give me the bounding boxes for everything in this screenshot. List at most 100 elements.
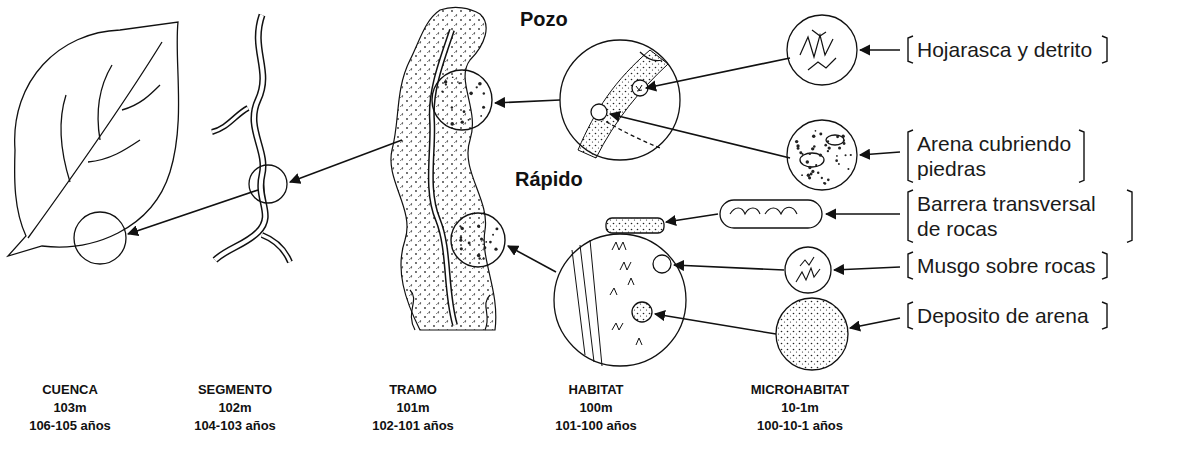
drawing-circle	[478, 257, 480, 259]
scale-label: HABITAT	[568, 382, 623, 397]
drawing-path	[262, 235, 290, 262]
scale-label: CUENCA	[42, 382, 98, 397]
drawing-circle	[787, 120, 857, 190]
microhabitat-name: Musgo sobre rocas	[917, 253, 1098, 278]
scale-label: 102m	[218, 400, 251, 415]
scale-label: MICROHABITAT	[751, 382, 849, 397]
drawing-path	[410, 290, 490, 330]
scale-label: 104-103 años	[194, 418, 276, 433]
scale-label: 10-1m	[781, 400, 819, 415]
drawing-circle	[452, 76, 454, 78]
drawing-circle	[461, 227, 464, 230]
drawing-circle	[836, 135, 839, 138]
drawing-rect	[720, 200, 822, 228]
drawing-circle	[838, 163, 840, 165]
drawing-circle	[469, 92, 473, 96]
drawing-line	[646, 58, 790, 88]
drawing-path	[212, 108, 248, 132]
microhabitat-name: Deposito de arena	[917, 303, 1098, 328]
bracket-left	[908, 252, 913, 279]
drawing-line	[610, 114, 790, 158]
drawing-circle	[632, 302, 652, 322]
basin-outline	[8, 22, 179, 264]
drawing-circle	[785, 247, 831, 293]
drawing-ellipse	[826, 135, 844, 145]
drawing-rect	[606, 218, 664, 233]
drawing-circle	[810, 173, 813, 176]
drawing-circle	[459, 225, 461, 227]
drawing-path	[600, 118, 660, 148]
bracket-left	[908, 130, 913, 182]
drawing-circle	[809, 153, 811, 155]
drawing-circle	[461, 120, 464, 123]
drawing-circle	[432, 70, 492, 130]
drawing-circle	[458, 82, 460, 84]
drawing-path	[262, 235, 290, 262]
drawing-line	[850, 318, 900, 328]
drawing-path	[391, 7, 496, 330]
drawing-path	[122, 85, 160, 110]
drawing-line	[826, 213, 900, 215]
drawing-circle	[843, 140, 845, 142]
drawing-circle	[835, 159, 838, 162]
drawing-circle	[845, 154, 847, 156]
drawing-circle	[460, 236, 463, 239]
drawing-circle	[554, 234, 686, 366]
drawing-path	[431, 30, 455, 325]
bracket-right	[1102, 252, 1107, 279]
drawing-circle	[591, 104, 607, 120]
drawing-circle	[847, 168, 849, 170]
scale-label: TRAMO	[389, 382, 437, 397]
habitat-name: Rápido	[515, 168, 583, 191]
drawing-line	[860, 152, 900, 155]
drawing-circle	[444, 80, 447, 83]
drawing-path	[636, 85, 642, 91]
drawing-circle	[494, 248, 497, 251]
bracket-label: Musgo sobre rocas	[905, 250, 1110, 281]
drawing-circle	[811, 170, 814, 173]
microhabitat-name: Arena cubriendo piedras	[917, 131, 1075, 181]
drawing-circle	[74, 212, 126, 264]
drawing-circle	[450, 122, 454, 126]
drawing-circle	[776, 298, 848, 370]
drawing-circle	[483, 92, 485, 94]
bracket-left	[908, 190, 913, 242]
drawing-circle	[787, 15, 857, 85]
scale-label: 101m	[396, 400, 429, 415]
drawing-circle	[459, 239, 462, 242]
drawing-path	[730, 207, 797, 214]
drawing-circle	[819, 133, 822, 136]
drawing-circle	[827, 179, 830, 182]
texture-dots	[441, 76, 852, 259]
drawing-path	[431, 30, 455, 325]
drawing-line	[128, 190, 258, 234]
drawing-circle	[842, 135, 845, 138]
drawing-line	[655, 314, 776, 334]
scale-label: 106-105 años	[29, 418, 111, 433]
bracket-right	[1127, 190, 1132, 242]
drawing-circle	[838, 146, 841, 149]
drawing-circle	[811, 147, 814, 150]
drawing-circle	[451, 213, 505, 267]
bracket-label: Barrera transversal de rocas	[905, 188, 1135, 244]
drawing-circle	[485, 241, 487, 243]
drawing-circle	[478, 82, 482, 86]
scale-label: SEGMENTO	[198, 382, 272, 397]
drawing-line	[666, 214, 718, 222]
rapid-habitat	[554, 218, 686, 366]
drawing-circle	[463, 110, 466, 113]
drawing-path	[8, 22, 179, 256]
drawing-circle	[815, 164, 817, 166]
drawing-circle	[824, 144, 827, 147]
drawing-circle	[451, 106, 453, 108]
drawing-circle	[824, 182, 827, 185]
bracket-right	[1079, 130, 1084, 182]
scale-label: 103m	[53, 400, 86, 415]
drawing-circle	[480, 115, 482, 117]
bracket-label: Arena cubriendo piedras	[905, 128, 1087, 184]
drawing-path	[610, 242, 642, 345]
pool-habitat	[560, 40, 680, 160]
drawing-circle	[795, 140, 798, 143]
drawing-circle	[476, 86, 478, 88]
drawing-circle	[482, 243, 484, 245]
